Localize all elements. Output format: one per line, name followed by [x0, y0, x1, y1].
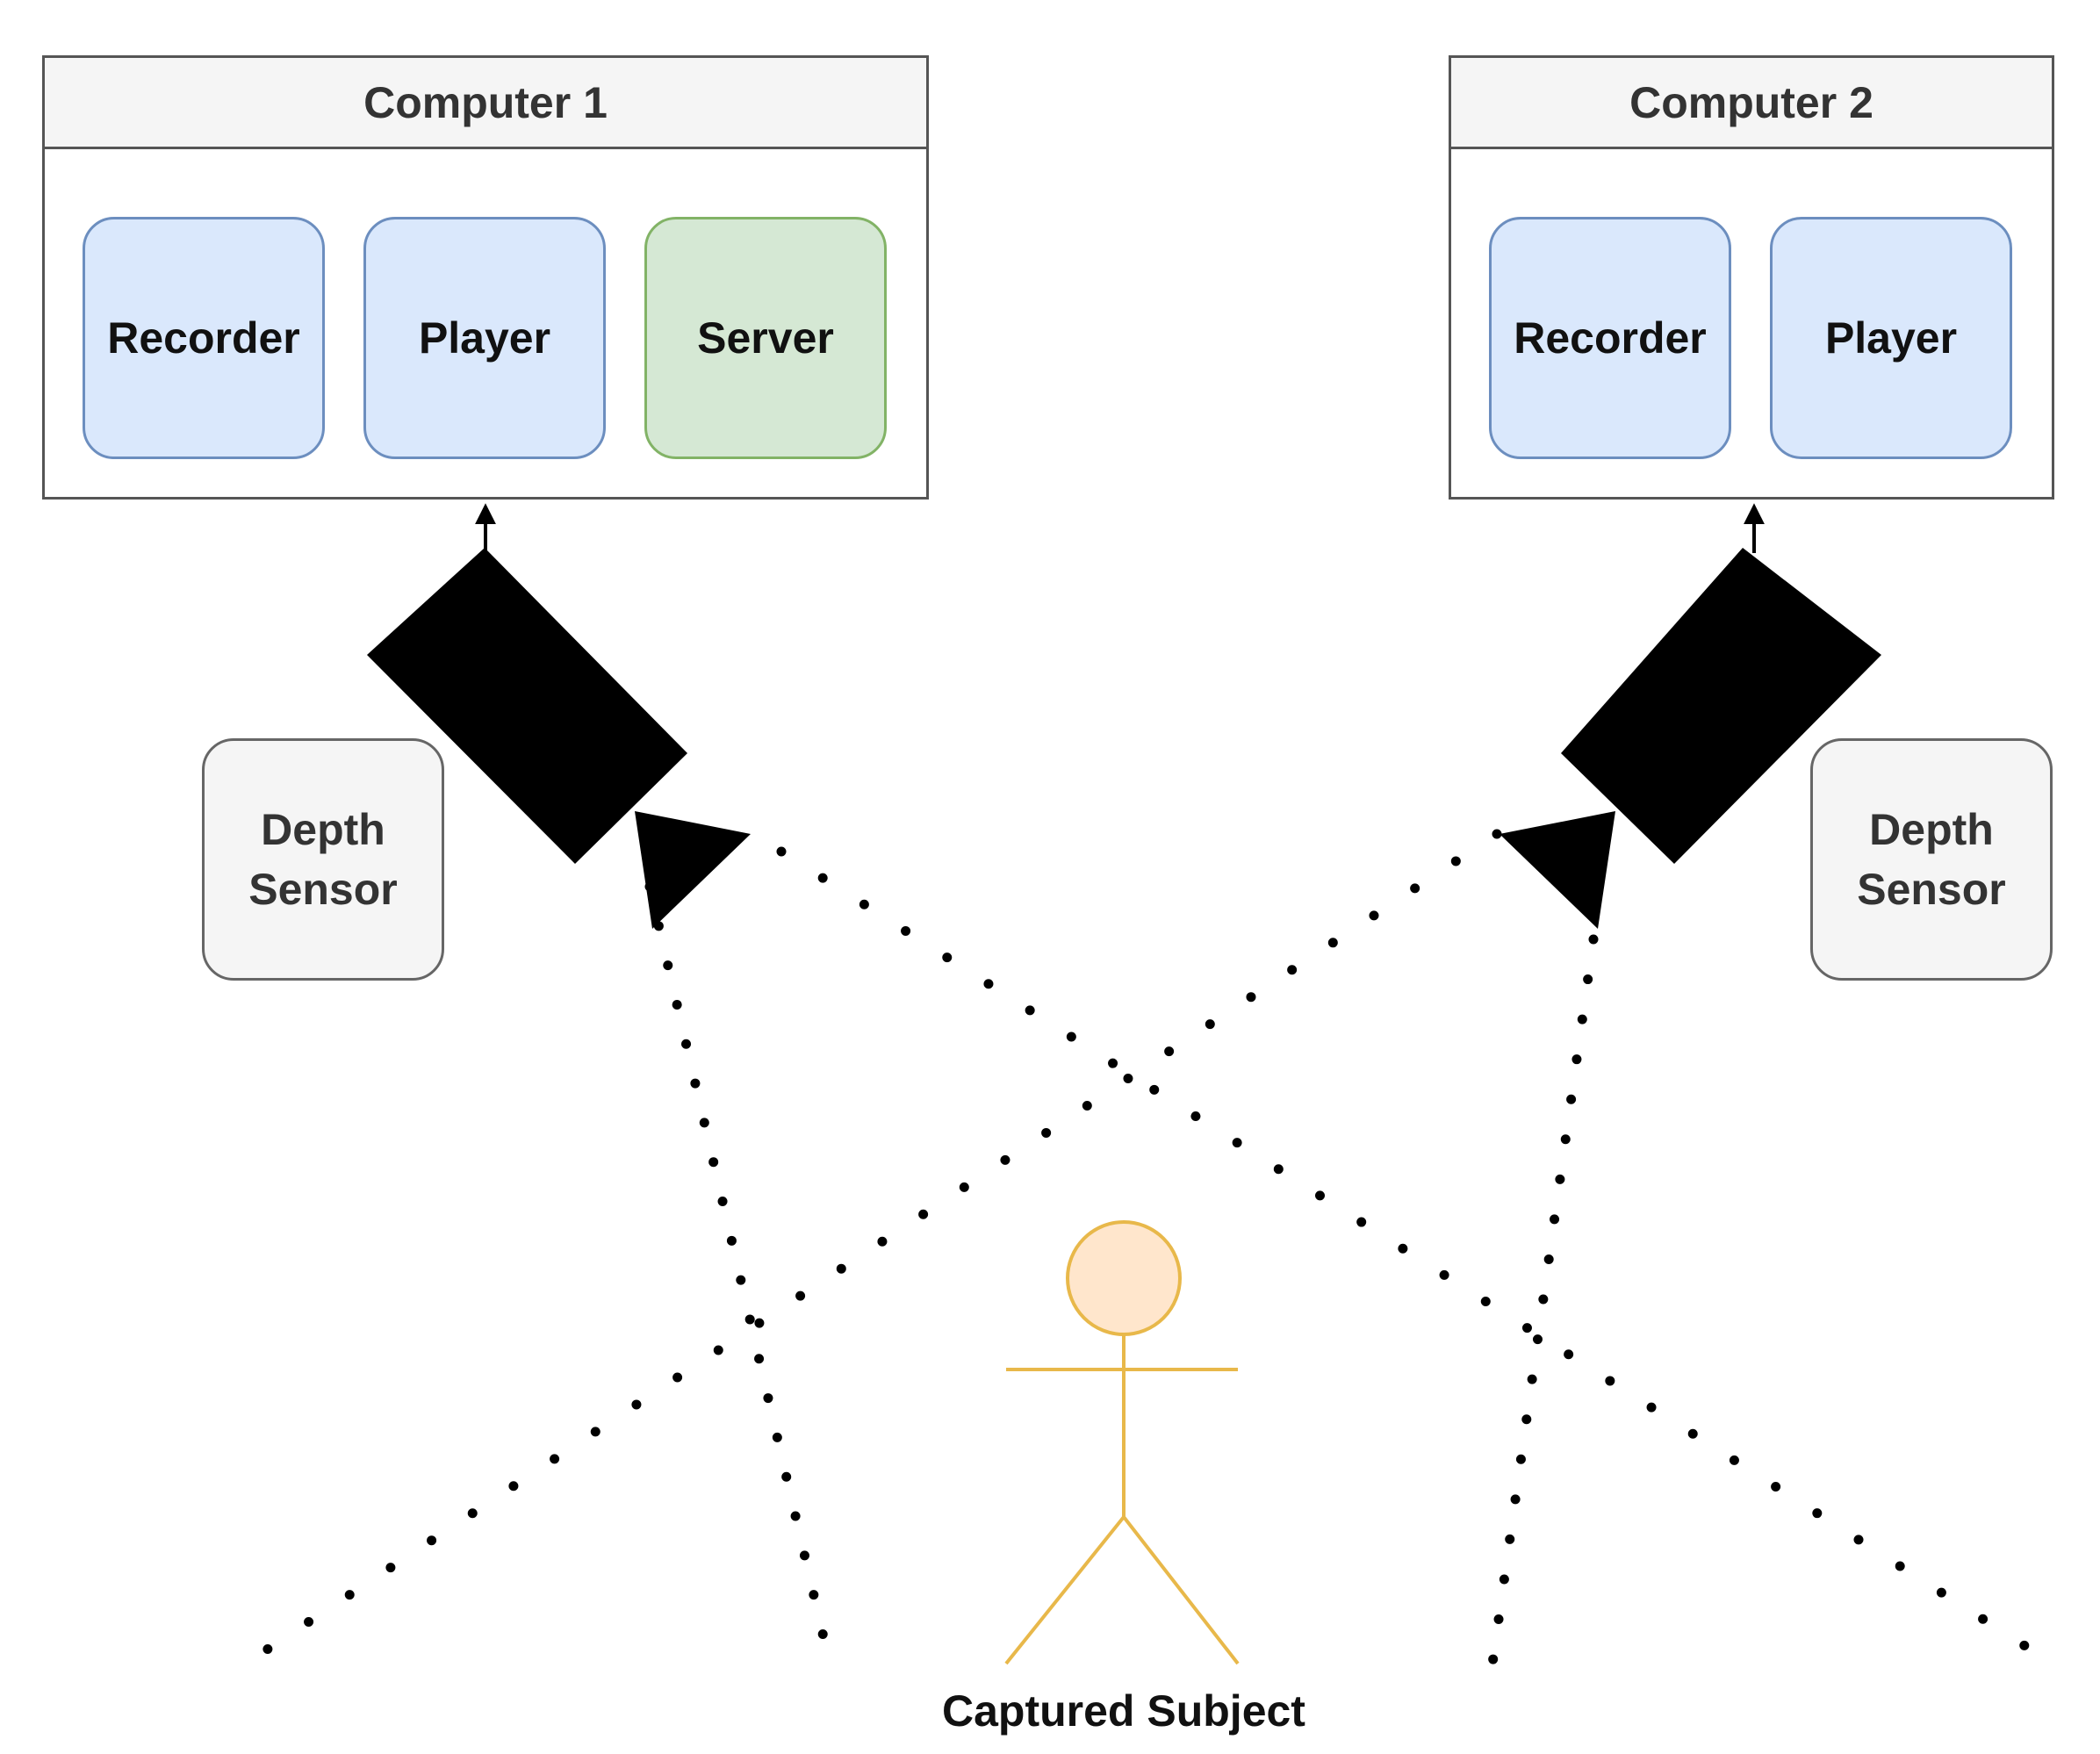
captured-subject-label: Captured Subject: [942, 1686, 1305, 1736]
camera1-fov-line-a: [644, 881, 835, 1669]
camera-1: [367, 548, 751, 929]
computer-1-recorder: Recorder: [83, 217, 325, 459]
camera-2-body: [1561, 548, 1881, 864]
computer-2-container: Computer 2 Recorder Player: [1449, 55, 2054, 500]
camera2-fov-line-b: [241, 829, 1502, 1669]
subject-right-leg: [1122, 1515, 1240, 1665]
camera-2: [1499, 548, 1881, 929]
depth-sensor-right: Depth Sensor: [1810, 738, 2053, 981]
camera-2-lens: [1499, 811, 1615, 929]
computer-1-player: Player: [363, 217, 606, 459]
computer-2-recorder: Recorder: [1489, 217, 1731, 459]
subject-head: [1066, 1220, 1182, 1336]
camera2-fov-line-a: [1487, 934, 1599, 1669]
computer-1-server: Server: [644, 217, 887, 459]
computer-2-title: Computer 2: [1451, 58, 2052, 149]
computer-1-title: Computer 1: [45, 58, 926, 149]
camera-1-lens: [635, 811, 751, 929]
depth-sensor-left: Depth Sensor: [202, 738, 444, 981]
computer-2-player: Player: [1770, 217, 2012, 459]
camera-1-body: [367, 548, 687, 864]
captured-subject-figure: [1004, 1220, 1240, 1665]
computer-1-container: Computer 1 Recorder Player Server: [42, 55, 929, 500]
subject-left-leg: [1004, 1515, 1126, 1665]
